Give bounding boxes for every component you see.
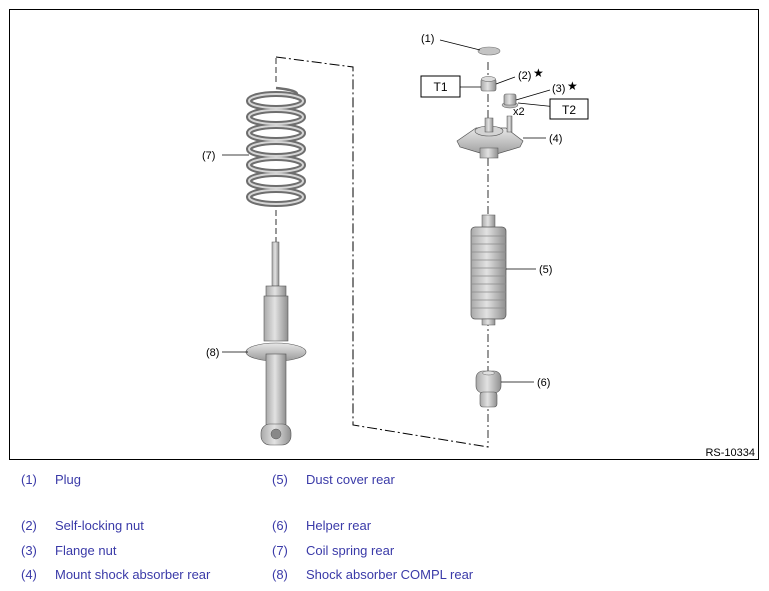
legend-number: (6) [272,518,288,533]
legend-number: (7) [272,543,288,558]
leader-lines [222,39,558,383]
dust-cover-part [470,214,507,326]
coil-spring-part [246,86,306,207]
legend-label: Shock absorber COMPL rear [306,567,474,582]
plug-part [477,46,501,56]
callout-5: (5) [539,264,552,276]
mount-part [456,115,524,159]
callout-2: (2) [518,70,531,82]
torque-label-t2: T2 [562,103,576,117]
self-locking-nut-part [480,76,497,92]
torque-box-t1: T1 [420,75,461,98]
exploded-diagram: (1) (2) ★ (3) ★ x2 (4) (5) (6) (7) (8) T… [202,33,755,459]
callout-1: (1) [421,33,434,45]
callout-7: (7) [202,150,215,162]
callout-3: (3) [552,83,565,95]
multiplier-label: x2 [513,106,525,118]
callout-4: (4) [549,133,562,145]
legend-number: (2) [21,518,37,533]
legend-label: Self-locking nut [55,518,144,533]
helper-part [475,370,502,408]
star-icon: ★ [567,79,578,93]
star-icon: ★ [533,66,544,80]
shock-absorber-part [245,241,307,446]
flange-nut-part [501,93,519,109]
callout-6: (6) [537,377,550,389]
diagram-code: RS-10334 [705,447,755,459]
legend-number: (1) [21,472,37,487]
legend-number: (4) [21,567,37,582]
assembly-outline [275,56,489,448]
diagram-frame: (1) (2) ★ (3) ★ x2 (4) (5) (6) (7) (8) T… [9,9,759,460]
parts-legend: (1) Plug (2) Self-locking nut (3) Flange… [0,460,769,591]
legend-label: Mount shock absorber rear [55,567,211,582]
callout-8: (8) [206,347,219,359]
legend-label: Coil spring rear [306,543,395,558]
legend-number: (3) [21,543,37,558]
legend-label: Plug [55,472,82,487]
torque-box-t2: T2 [549,98,589,120]
legend-number: (5) [272,472,288,487]
legend-label: Dust cover rear [306,472,395,487]
legend-label: Helper rear [306,518,372,533]
torque-label-t1: T1 [433,80,447,94]
legend-number: (8) [272,567,288,582]
legend-label: Flange nut [55,543,117,558]
